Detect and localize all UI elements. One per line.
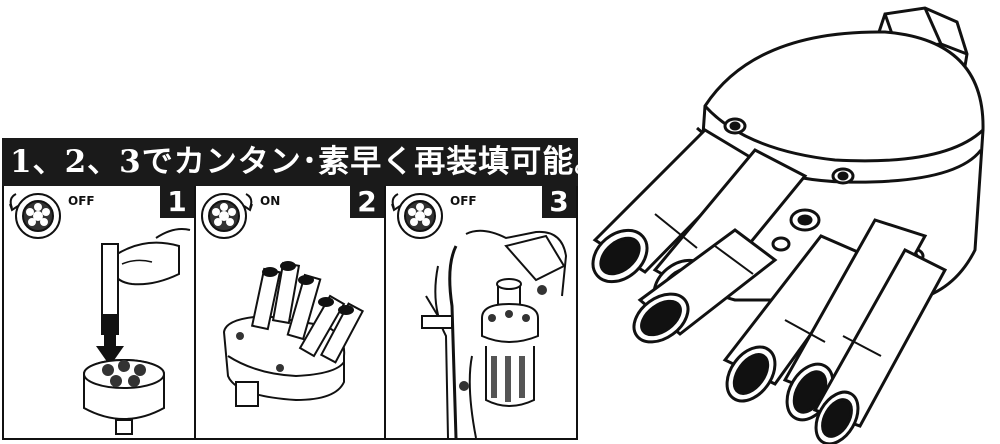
step-3-panel: OFF 3 [386, 186, 576, 438]
step-1-number: 1 [160, 186, 194, 218]
step-3-number: 3 [542, 186, 576, 218]
step-2-illustration [201, 193, 365, 407]
step-3-illustration [391, 193, 568, 438]
step-1-panel: OFF 1 [4, 186, 196, 438]
cartridge-holder-illustration [591, 6, 985, 444]
rotating-switch-icon [201, 193, 253, 239]
step-3-switch-label: OFF [450, 194, 477, 208]
step-1-switch-label: OFF [68, 194, 95, 208]
step-2-panel: ON 2 [196, 186, 386, 438]
step-1-illustration [9, 193, 191, 435]
step-2-switch-label: ON [260, 194, 281, 208]
banner-title: 1、2、3でカンタン･素早く再装填可能。 [10, 144, 607, 180]
down-arrow-icon [96, 334, 124, 366]
rotating-switch-icon [391, 193, 443, 239]
rotating-switch-icon [9, 193, 61, 239]
banner-bar [2, 138, 578, 186]
step-2-number: 2 [350, 186, 384, 218]
